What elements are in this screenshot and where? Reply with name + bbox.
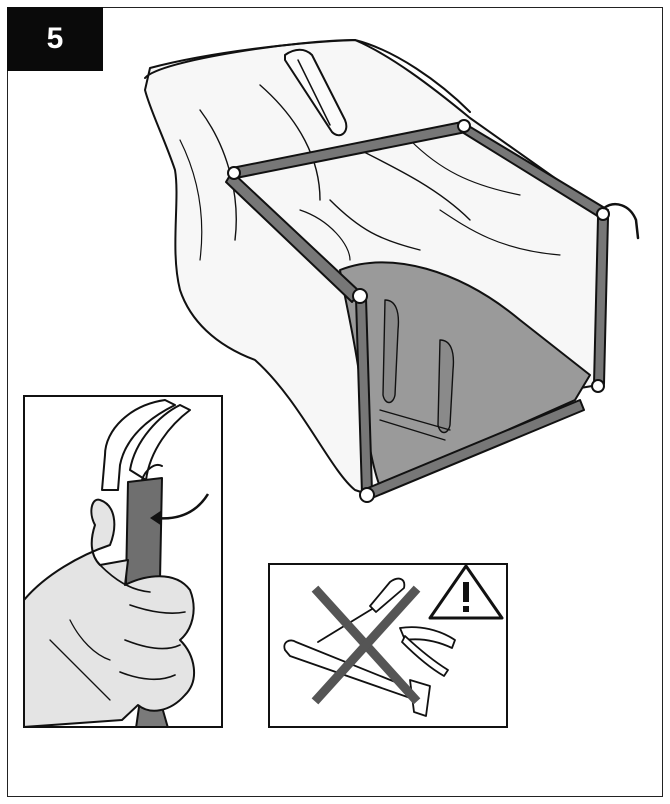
no-tools-inset <box>268 563 508 728</box>
hand-detail-inset <box>23 395 223 728</box>
grass-bag-illustration <box>144 39 640 503</box>
bag-floor <box>339 261 591 488</box>
step-number-badge: 5 <box>7 7 103 71</box>
frame-left-side <box>225 171 361 303</box>
tube-cover <box>125 477 163 585</box>
pliers-icon <box>399 626 456 649</box>
bag-top-rim <box>144 39 471 113</box>
bag-handle <box>284 48 348 137</box>
prohibited-cross <box>311 585 421 705</box>
screwdriver-icon <box>369 577 406 613</box>
warning-triangle-icon <box>428 564 504 620</box>
